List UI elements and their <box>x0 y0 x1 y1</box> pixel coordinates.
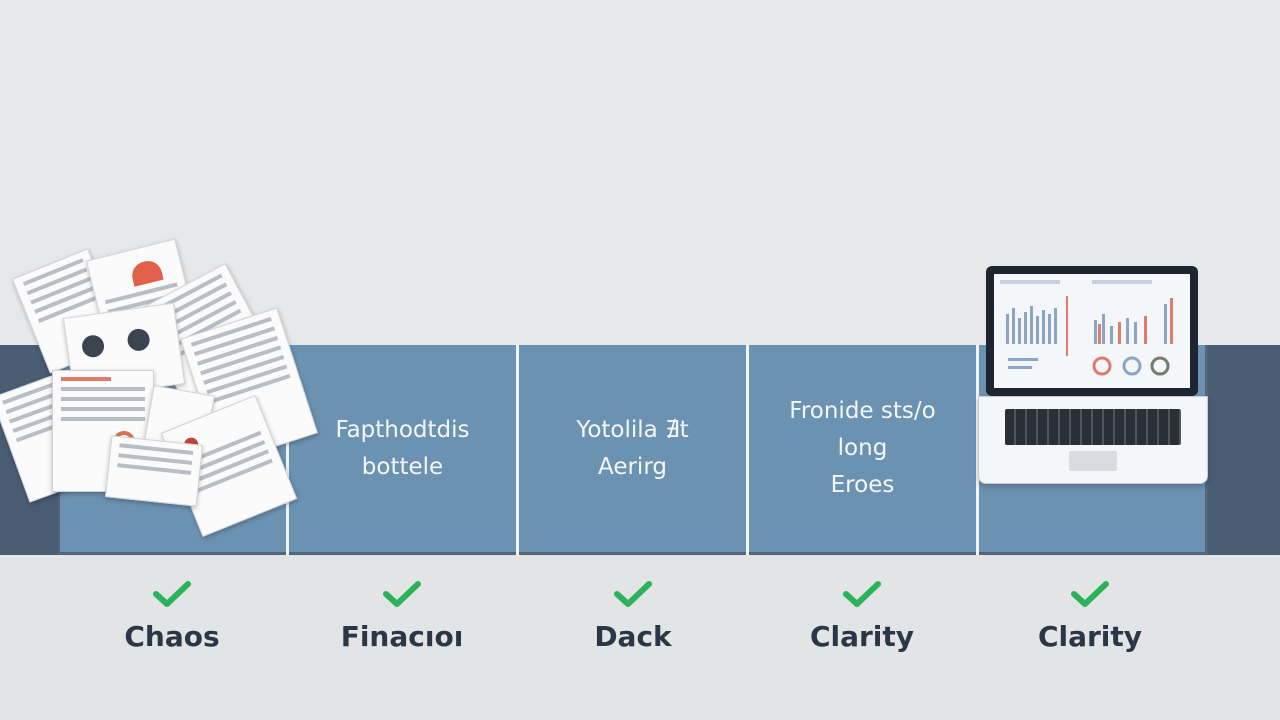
panel-2: Fapthodtdis bottele <box>289 345 516 552</box>
panel-3: Yotolila ∄t Aerirg <box>519 345 746 552</box>
panel-divider <box>516 345 519 555</box>
column-label: Clarity <box>1037 620 1143 653</box>
panel-divider <box>286 345 289 555</box>
dashboard-graphic <box>1000 280 1173 376</box>
paper-sheet <box>105 435 203 507</box>
panel-3-text: Yotolila ∄t Aerirg <box>576 416 689 480</box>
panel-divider <box>746 345 749 555</box>
laptop-dashboard-icon <box>978 264 1208 484</box>
label-column-4: Clarity <box>747 570 977 670</box>
panel-4: Fronide sts/o long Eroes <box>749 345 976 552</box>
label-column-3: Dack <box>518 570 748 670</box>
panel-2-text: Fapthodtdis bottele <box>335 416 470 480</box>
label-column-5: Clarity <box>975 570 1205 670</box>
column-label: Chaos <box>124 620 220 653</box>
label-column-1: Chaos <box>57 570 287 670</box>
check-icon <box>614 581 652 607</box>
paper-pile-icon <box>0 238 318 538</box>
column-label: Clarity <box>809 620 915 653</box>
trackpad <box>1069 451 1117 471</box>
dashboard-screen <box>994 274 1190 388</box>
laptop-base <box>978 396 1208 484</box>
keyboard-icon <box>1005 409 1181 445</box>
check-icon <box>843 581 881 607</box>
panel-4-text: Fronide sts/o long Eroes <box>789 398 936 498</box>
background-bottom <box>0 555 1280 720</box>
panel-divider <box>976 345 979 555</box>
laptop-screen-frame <box>986 266 1198 396</box>
check-icon <box>1071 581 1109 607</box>
column-label: Dack <box>594 620 672 653</box>
label-column-2: Finacıoı <box>287 570 517 670</box>
column-label: Finacıoı <box>340 620 464 653</box>
band-right-edge <box>1208 345 1280 555</box>
check-icon <box>383 581 421 607</box>
check-icon <box>153 581 191 607</box>
